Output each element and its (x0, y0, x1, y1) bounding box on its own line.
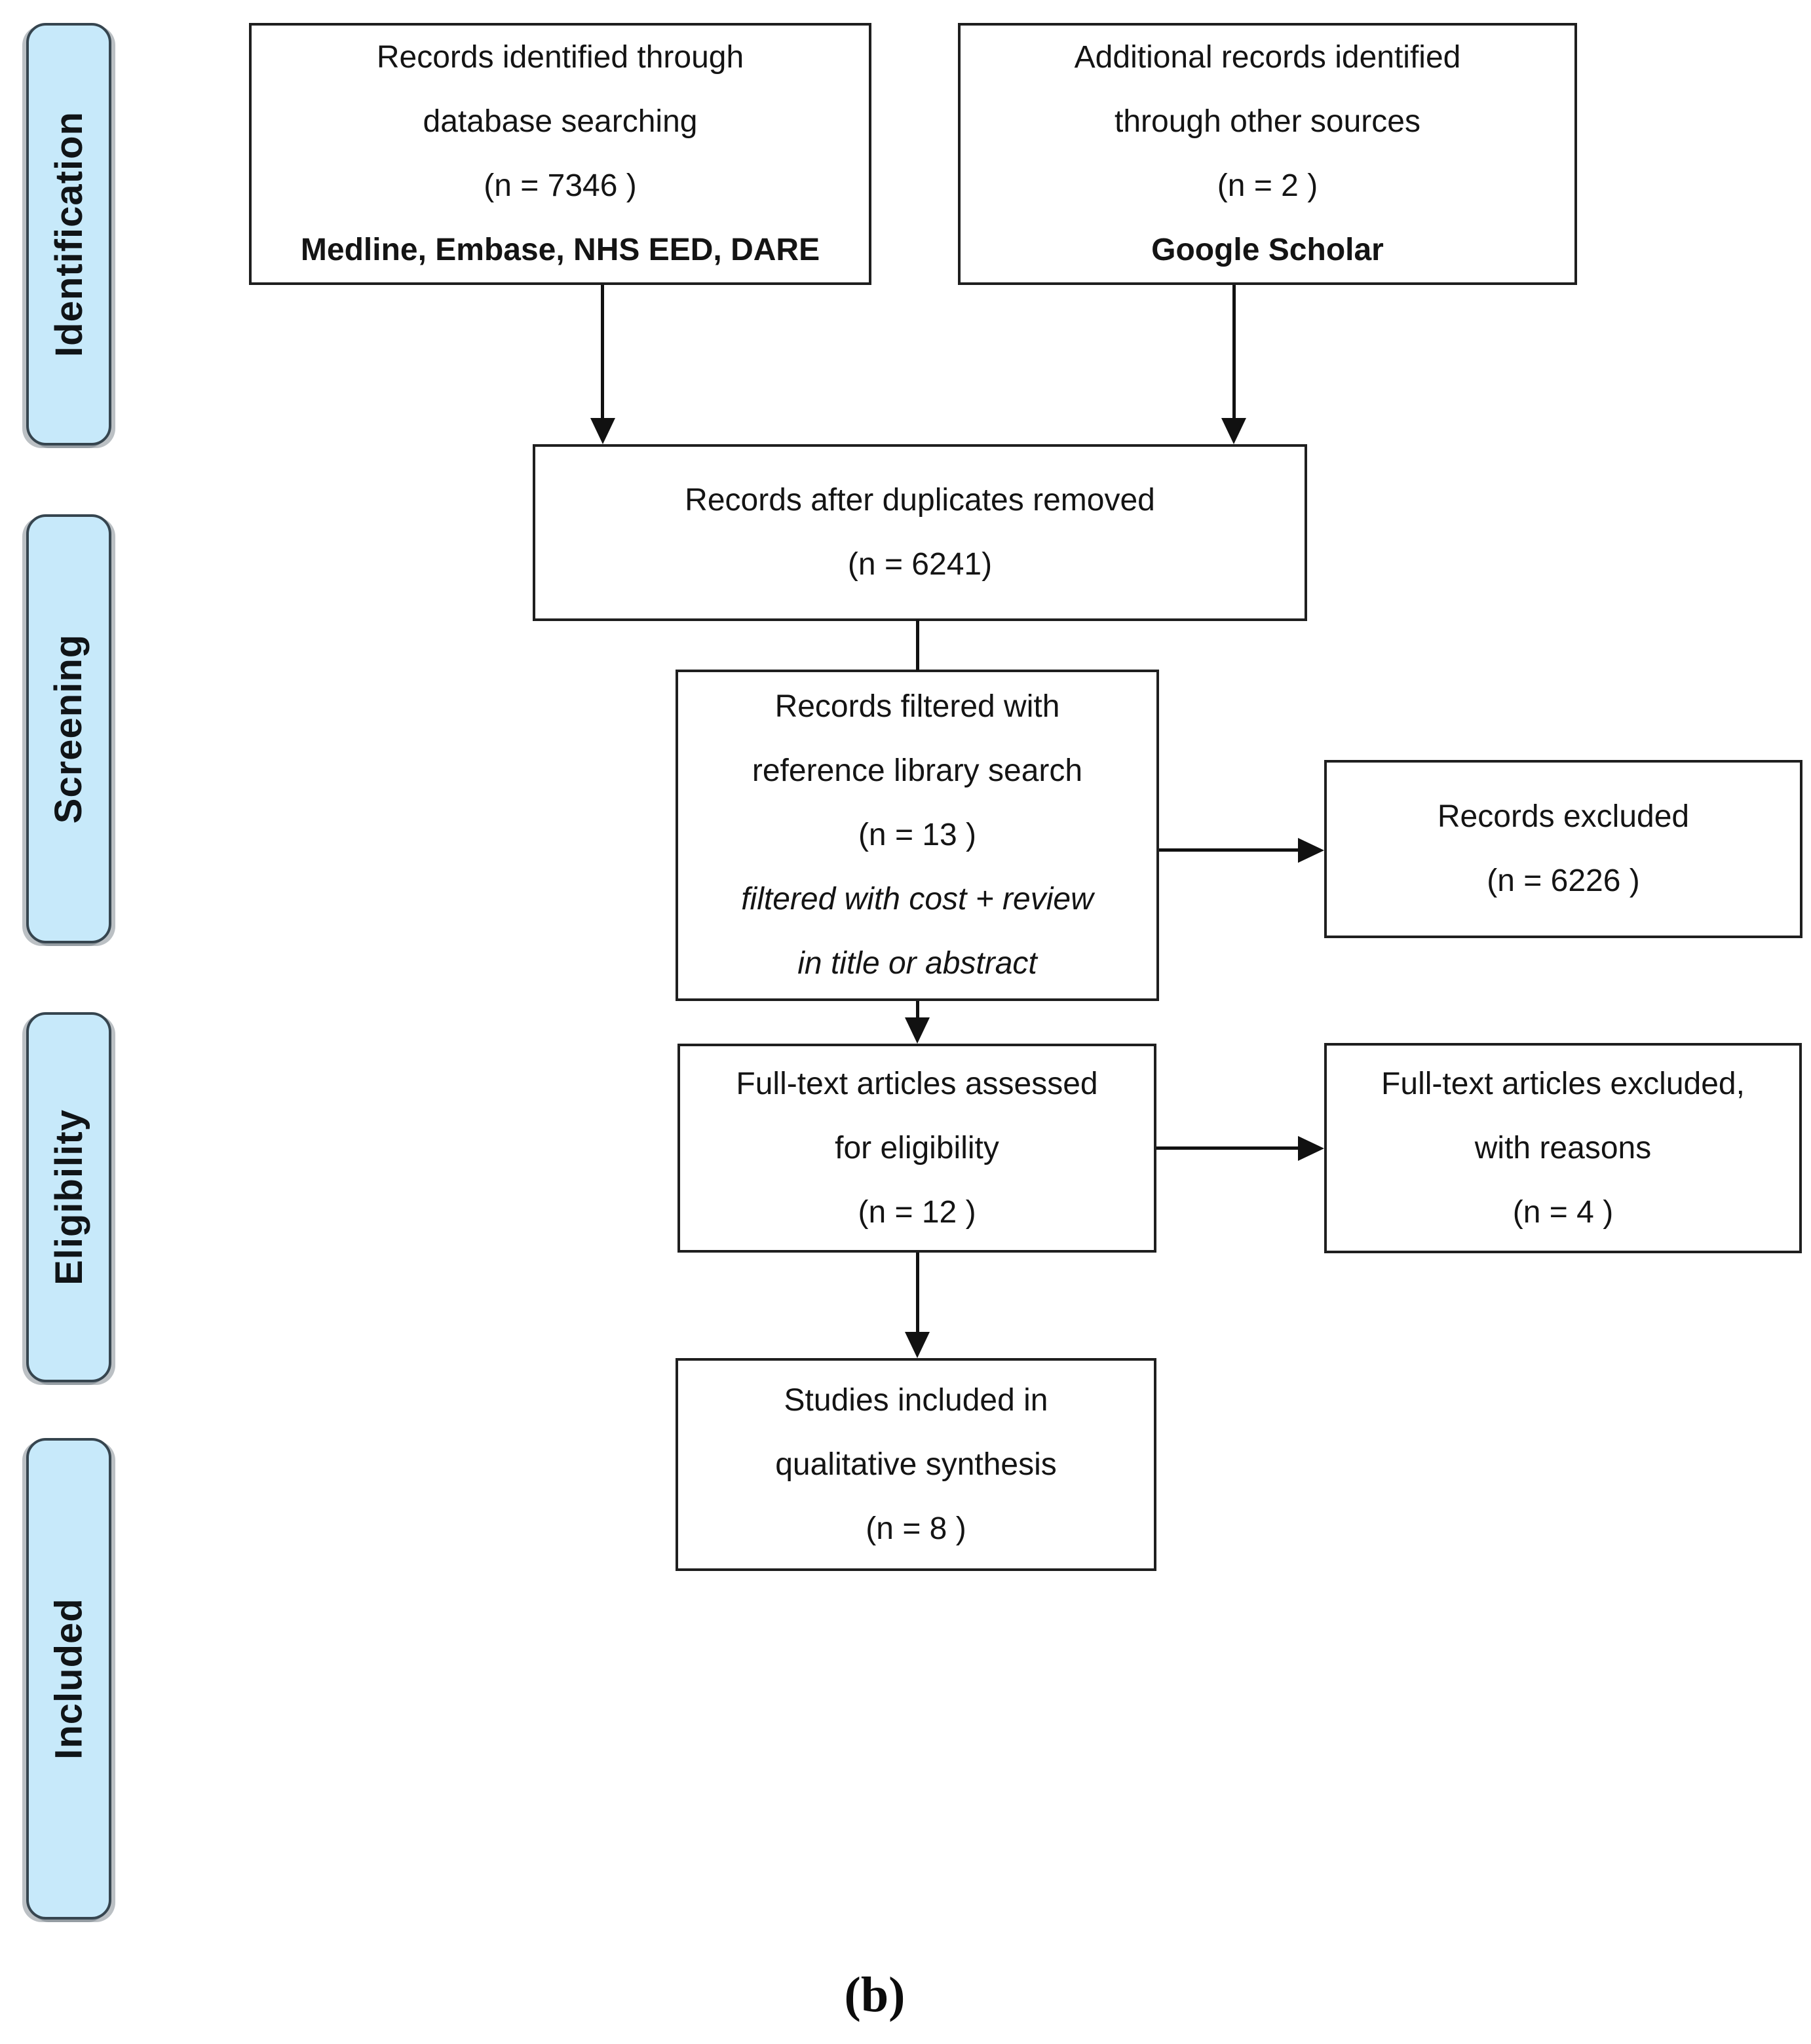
box-records-excluded-text: Records excluded (n = 6226 ) (1438, 785, 1689, 913)
connector-additional-to-duplicates (1232, 285, 1236, 421)
box-studies-included-line2: qualitative synthesis (775, 1447, 1057, 1482)
box-records-excluded: Records excluded (n = 6226 ) (1324, 760, 1802, 938)
stage-included: Included (26, 1438, 111, 1920)
connector-duplicates-to-filtered (916, 620, 919, 671)
arrowhead-filtered-to-excluded (1298, 838, 1324, 863)
box-additional-records-source: Google Scholar (1151, 233, 1384, 267)
stage-identification: Identification (26, 23, 111, 445)
box-studies-included: Studies included in qualitative synthesi… (676, 1358, 1156, 1571)
box-records-filtered-text: Records filtered with reference library … (741, 675, 1094, 996)
box-fulltext-excluded-count: (n = 4 ) (1512, 1194, 1614, 1230)
box-additional-records-line2: through other sources (1115, 104, 1420, 139)
stage-identification-label: Identification (47, 111, 90, 357)
box-additional-records-line1: Additional records identified (1074, 40, 1461, 75)
box-records-filtered: Records filtered with reference library … (676, 670, 1159, 1001)
figure-caption: (b) (844, 1967, 906, 2022)
box-additional-records: Additional records identified through ot… (958, 23, 1577, 285)
connector-filtered-to-excluded (1159, 848, 1301, 852)
arrowhead-additional-to-duplicates (1221, 418, 1246, 444)
arrowhead-fulltext-to-excluded (1298, 1136, 1324, 1161)
box-fulltext-excluded-line2: with reasons (1474, 1130, 1652, 1165)
box-records-filtered-line2: reference library search (752, 753, 1083, 788)
box-fulltext-excluded: Full-text articles excluded, with reason… (1324, 1043, 1802, 1253)
arrowhead-identified-to-duplicates (590, 418, 615, 444)
box-duplicates-removed-line1: Records after duplicates removed (685, 483, 1155, 518)
connector-fulltext-to-excluded (1156, 1146, 1301, 1150)
box-studies-included-text: Studies included in qualitative synthesi… (775, 1369, 1057, 1561)
stage-screening-label: Screening (47, 634, 90, 824)
connector-filtered-to-fulltext (916, 1001, 919, 1021)
box-records-identified-line1: Records identified through (376, 40, 744, 75)
stage-eligibility: Eligibility (26, 1012, 111, 1382)
box-records-filtered-note1: filtered with cost + review (741, 882, 1094, 917)
box-records-filtered-note2: in title or abstract (797, 946, 1037, 981)
box-records-identified-line2: database searching (423, 104, 698, 139)
box-fulltext-assessed-count: (n = 12 ) (858, 1194, 976, 1230)
box-records-identified: Records identified through database sear… (249, 23, 871, 285)
box-additional-records-count: (n = 2 ) (1217, 168, 1318, 203)
box-fulltext-assessed: Full-text articles assessed for eligibil… (677, 1044, 1156, 1253)
box-fulltext-excluded-line1: Full-text articles excluded, (1381, 1066, 1745, 1101)
box-duplicates-removed-text: Records after duplicates removed (n = 62… (685, 468, 1155, 597)
box-records-filtered-count: (n = 13 ) (858, 818, 977, 852)
stage-included-label: Included (47, 1598, 90, 1760)
box-records-identified-count: (n = 7346 ) (484, 168, 637, 203)
box-records-filtered-line1: Records filtered with (774, 689, 1060, 724)
arrowhead-fulltext-to-included (905, 1332, 930, 1358)
stage-eligibility-label: Eligibility (47, 1109, 90, 1285)
arrowhead-filtered-to-fulltext (905, 1017, 930, 1044)
box-fulltext-assessed-line2: for eligibility (835, 1130, 999, 1165)
box-additional-records-text: Additional records identified through ot… (1075, 26, 1461, 282)
box-studies-included-line1: Studies included in (784, 1382, 1048, 1418)
box-fulltext-assessed-line1: Full-text articles assessed (736, 1066, 1098, 1101)
connector-fulltext-to-included (916, 1253, 919, 1335)
box-records-excluded-line1: Records excluded (1437, 799, 1690, 834)
box-duplicates-removed: Records after duplicates removed (n = 62… (533, 444, 1307, 621)
box-studies-included-count: (n = 8 ) (866, 1511, 966, 1546)
stage-screening: Screening (26, 514, 111, 943)
box-records-identified-sources: Medline, Embase, NHS EED, DARE (300, 233, 820, 267)
box-fulltext-excluded-text: Full-text articles excluded, with reason… (1381, 1052, 1745, 1245)
box-duplicates-removed-count: (n = 6241) (847, 547, 993, 582)
box-records-excluded-count: (n = 6226 ) (1487, 863, 1640, 898)
connector-identified-to-duplicates (601, 285, 604, 421)
box-fulltext-assessed-text: Full-text articles assessed for eligibil… (736, 1052, 1097, 1245)
box-records-identified-text: Records identified through database sear… (301, 26, 820, 282)
